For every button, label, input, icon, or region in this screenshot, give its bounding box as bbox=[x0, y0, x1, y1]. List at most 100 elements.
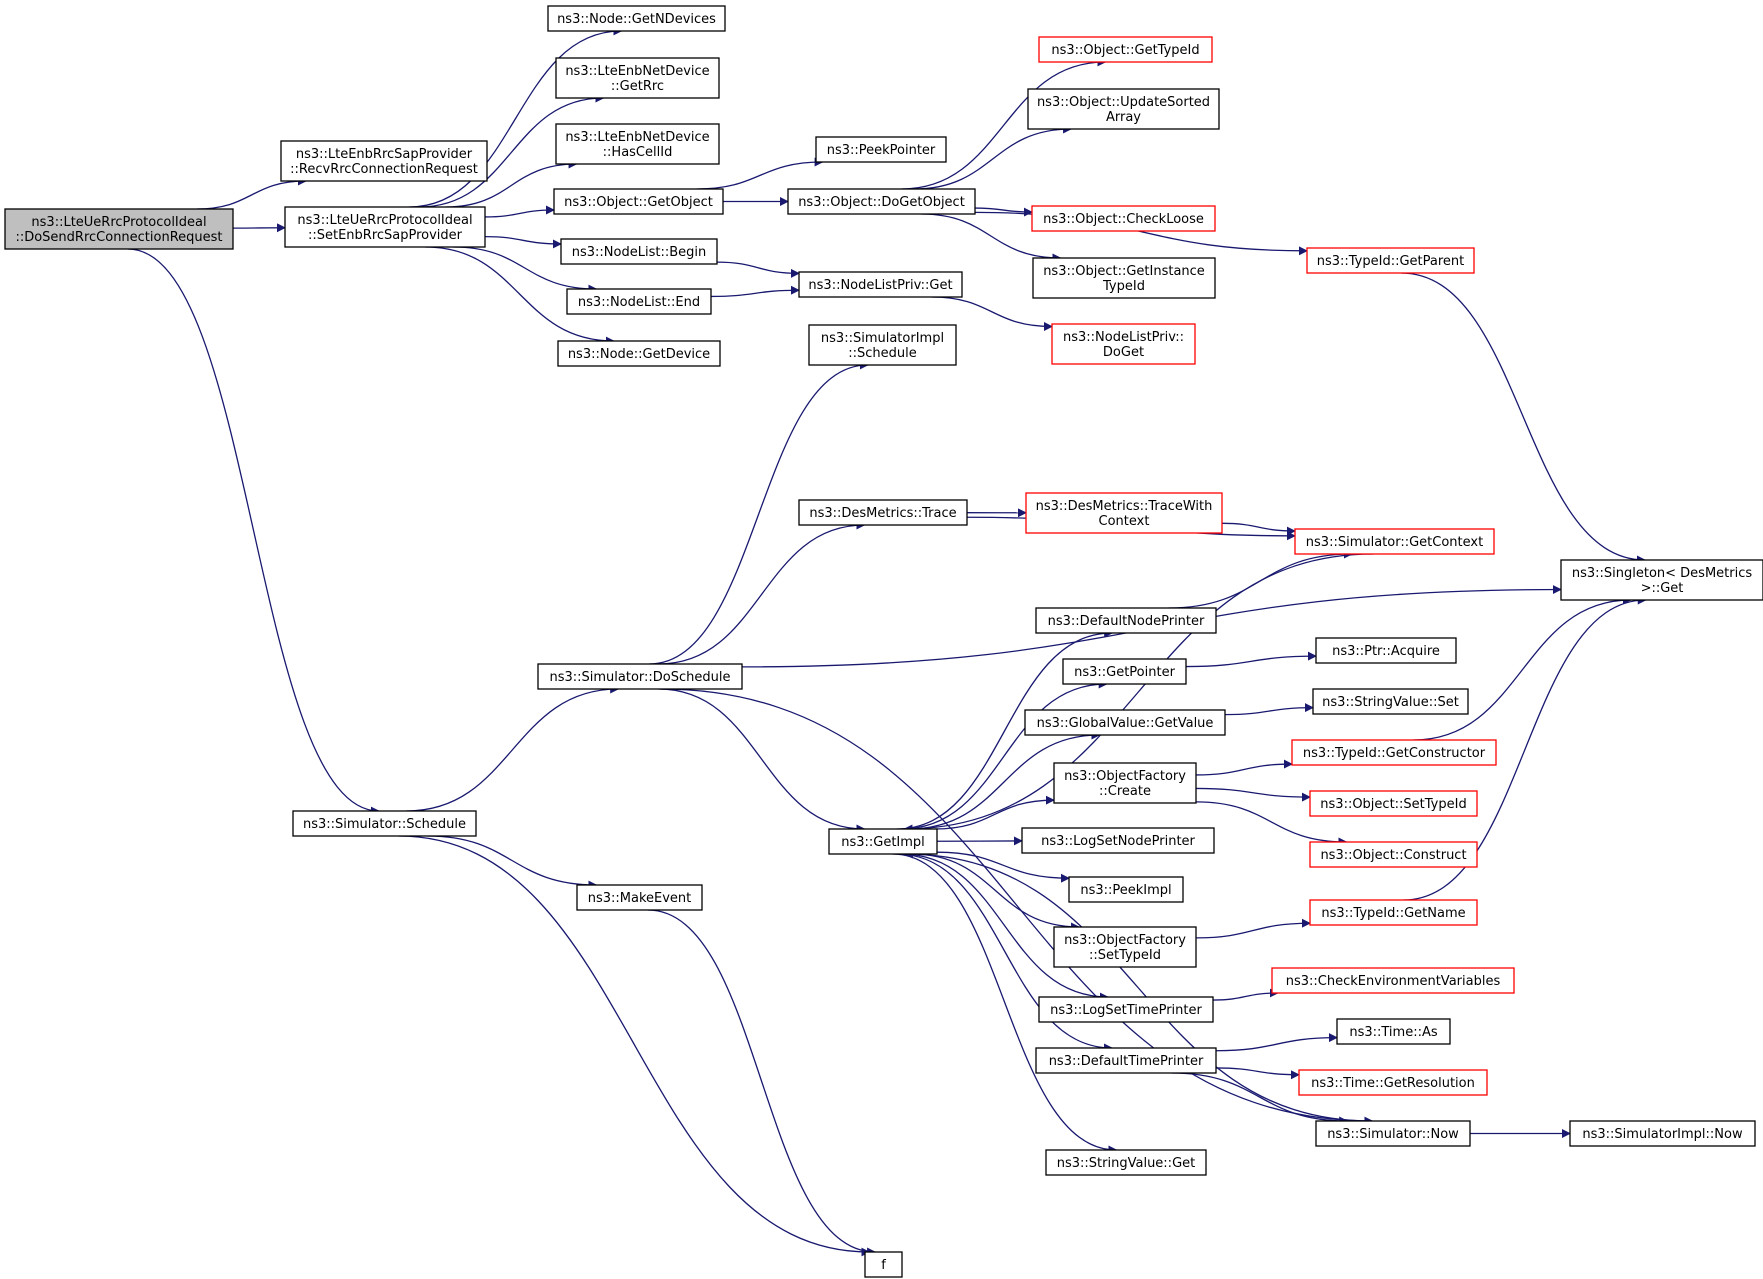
node-getrrc[interactable]: ns3::LteEnbNetDevice::GetRrc bbox=[555, 57, 720, 99]
edge-arrow bbox=[647, 909, 877, 1257]
node-box bbox=[864, 1251, 903, 1278]
node-label: ::Create bbox=[1099, 784, 1151, 799]
node-gvget[interactable]: ns3::GlobalValue::GetValue bbox=[1024, 709, 1226, 736]
node-timeas[interactable]: ns3::Time::As bbox=[1336, 1018, 1451, 1045]
node-label: ns3::Object::GetObject bbox=[564, 195, 713, 210]
node-label: ns3::DesMetrics::Trace bbox=[809, 506, 956, 521]
node-checkloose[interactable]: ns3::Object::CheckLoose bbox=[1031, 205, 1216, 232]
node-box bbox=[1038, 36, 1213, 63]
node-simimplnow[interactable]: ns3::SimulatorImpl::Now bbox=[1569, 1120, 1756, 1147]
node-setenb[interactable]: ns3::LteUeRrcProtocolIdeal::SetEnbRrcSap… bbox=[284, 206, 486, 248]
node-f[interactable]: f bbox=[864, 1251, 903, 1278]
node-recv[interactable]: ns3::LteEnbRrcSapProvider::RecvRrcConnec… bbox=[280, 140, 488, 182]
node-box bbox=[1045, 1149, 1207, 1176]
node-label: ns3::Object::CheckLoose bbox=[1043, 212, 1204, 227]
node-label: ns3::NodeList::End bbox=[578, 295, 700, 310]
edge-arrow bbox=[901, 853, 1109, 1002]
edge-getimpl-to-ofcreate bbox=[934, 795, 1055, 830]
node-box bbox=[1068, 876, 1184, 903]
node-nlpdoget[interactable]: ns3::NodeListPriv::DoGet bbox=[1051, 323, 1196, 365]
node-label: f bbox=[881, 1258, 886, 1273]
node-box bbox=[560, 238, 718, 265]
node-tidgetname[interactable]: ns3::TypeId::GetName bbox=[1309, 899, 1478, 926]
edge-tidgetname-to-singleton bbox=[1403, 595, 1647, 901]
edge-arrow bbox=[936, 851, 1070, 883]
node-box bbox=[566, 288, 712, 315]
node-simsched[interactable]: ns3::Simulator::Schedule bbox=[292, 810, 477, 837]
edge-ofcreate-to-objconstruct bbox=[1195, 801, 1348, 847]
node-getparent[interactable]: ns3::TypeId::GetParent bbox=[1306, 247, 1475, 274]
node-getdev[interactable]: ns3::Node::GetDevice bbox=[557, 340, 721, 367]
node-label: ns3::Object::UpdateSorted bbox=[1037, 95, 1210, 110]
edge-arrow bbox=[1413, 595, 1632, 741]
edge-dogetobj-to-checkloose bbox=[974, 207, 1033, 217]
node-nlbegin[interactable]: ns3::NodeList::Begin bbox=[560, 238, 718, 265]
edge-setenb-to-getn bbox=[409, 26, 623, 208]
node-ptracq[interactable]: ns3::Ptr::Acquire bbox=[1315, 637, 1457, 664]
node-dogetobj[interactable]: ns3::Object::DoGetObject bbox=[787, 188, 976, 215]
node-destrace[interactable]: ns3::DesMetrics::Trace bbox=[798, 499, 968, 526]
node-nlend[interactable]: ns3::NodeList::End bbox=[566, 288, 712, 315]
edge-getimpl-to-getptr bbox=[900, 679, 1108, 830]
node-getimpl[interactable]: ns3::GetImpl bbox=[828, 828, 938, 855]
node-svset[interactable]: ns3::StringValue::Set bbox=[1312, 688, 1469, 715]
node-box bbox=[555, 123, 720, 165]
node-box bbox=[1032, 257, 1216, 299]
node-objsettid[interactable]: ns3::Object::SetTypeId bbox=[1309, 790, 1478, 817]
node-box bbox=[1038, 996, 1214, 1023]
node-label: ns3::TypeId::GetName bbox=[1321, 906, 1465, 921]
node-getobj[interactable]: ns3::Object::GetObject bbox=[553, 188, 724, 215]
node-box bbox=[292, 810, 477, 837]
node-deftime[interactable]: ns3::DefaultTimePrinter bbox=[1035, 1047, 1217, 1074]
node-simimplsched[interactable]: ns3::SimulatorImpl::Schedule bbox=[808, 324, 957, 366]
node-box bbox=[576, 884, 703, 911]
node-defnode[interactable]: ns3::DefaultNodePrinter bbox=[1035, 607, 1217, 634]
node-label: ns3::LteEnbNetDevice bbox=[565, 130, 709, 145]
node-checkenv[interactable]: ns3::CheckEnvironmentVariables bbox=[1271, 967, 1515, 994]
node-root[interactable]: ns3::LteUeRrcProtocolIdeal::DoSendRrcCon… bbox=[4, 208, 234, 250]
edge-arrow bbox=[1195, 759, 1293, 776]
node-dosched[interactable]: ns3::Simulator::DoSchedule bbox=[537, 663, 743, 690]
edge-arrow bbox=[921, 213, 1062, 263]
edge-getobj-to-peekptr bbox=[696, 157, 824, 190]
node-box bbox=[798, 271, 963, 298]
node-box bbox=[815, 136, 947, 163]
node-makeevent[interactable]: ns3::MakeEvent bbox=[576, 884, 703, 911]
node-timeres[interactable]: ns3::Time::GetResolution bbox=[1298, 1069, 1488, 1096]
node-nlpget[interactable]: ns3::NodeListPriv::Get bbox=[798, 271, 963, 298]
node-objconstruct[interactable]: ns3::Object::Construct bbox=[1309, 841, 1478, 868]
node-objtid[interactable]: ns3::Object::GetTypeId bbox=[1038, 36, 1213, 63]
node-simnow[interactable]: ns3::Simulator::Now bbox=[1315, 1120, 1471, 1147]
edge-simsched-to-f bbox=[398, 835, 871, 1257]
edge-defnode-to-getctx bbox=[1168, 549, 1353, 609]
node-label: ::SetEnbRrcSapProvider bbox=[308, 228, 463, 243]
node-getctx[interactable]: ns3::Simulator::GetContext bbox=[1294, 528, 1495, 555]
node-getctor[interactable]: ns3::TypeId::GetConstructor bbox=[1291, 739, 1497, 766]
node-getn[interactable]: ns3::Node::GetNDevices bbox=[547, 5, 726, 32]
node-peekptr[interactable]: ns3::PeekPointer bbox=[815, 136, 947, 163]
node-label: ns3::StringValue::Get bbox=[1057, 1156, 1195, 1171]
edge-arrow bbox=[484, 235, 562, 249]
edge-arrow bbox=[1168, 549, 1353, 609]
edge-tracewith-to-getctx bbox=[1221, 522, 1296, 536]
node-ofsettid[interactable]: ns3::ObjectFactory::SetTypeId bbox=[1053, 926, 1197, 968]
edge-arrow bbox=[658, 520, 866, 665]
edge-arrow bbox=[901, 57, 1107, 190]
node-label: ns3::DefaultTimePrinter bbox=[1049, 1054, 1204, 1069]
node-logsettime[interactable]: ns3::LogSetTimePrinter bbox=[1038, 996, 1214, 1023]
node-box bbox=[1315, 637, 1457, 664]
edge-setenb-to-getrrc bbox=[418, 93, 605, 208]
node-singleton[interactable]: ns3::Singleton< DesMetrics >::Get bbox=[1560, 559, 1763, 601]
node-svget[interactable]: ns3::StringValue::Get bbox=[1045, 1149, 1207, 1176]
node-logsetnode[interactable]: ns3::LogSetNodePrinter bbox=[1021, 827, 1215, 854]
node-label: Array bbox=[1106, 110, 1141, 125]
node-hascell[interactable]: ns3::LteEnbNetDevice::HasCellId bbox=[555, 123, 720, 165]
node-peekimpl[interactable]: ns3::PeekImpl bbox=[1068, 876, 1184, 903]
node-ofcreate[interactable]: ns3::ObjectFactory::Create bbox=[1053, 762, 1197, 804]
edge-arrow bbox=[716, 261, 800, 278]
node-getptr[interactable]: ns3::GetPointer bbox=[1062, 658, 1187, 685]
node-box bbox=[1051, 323, 1196, 365]
